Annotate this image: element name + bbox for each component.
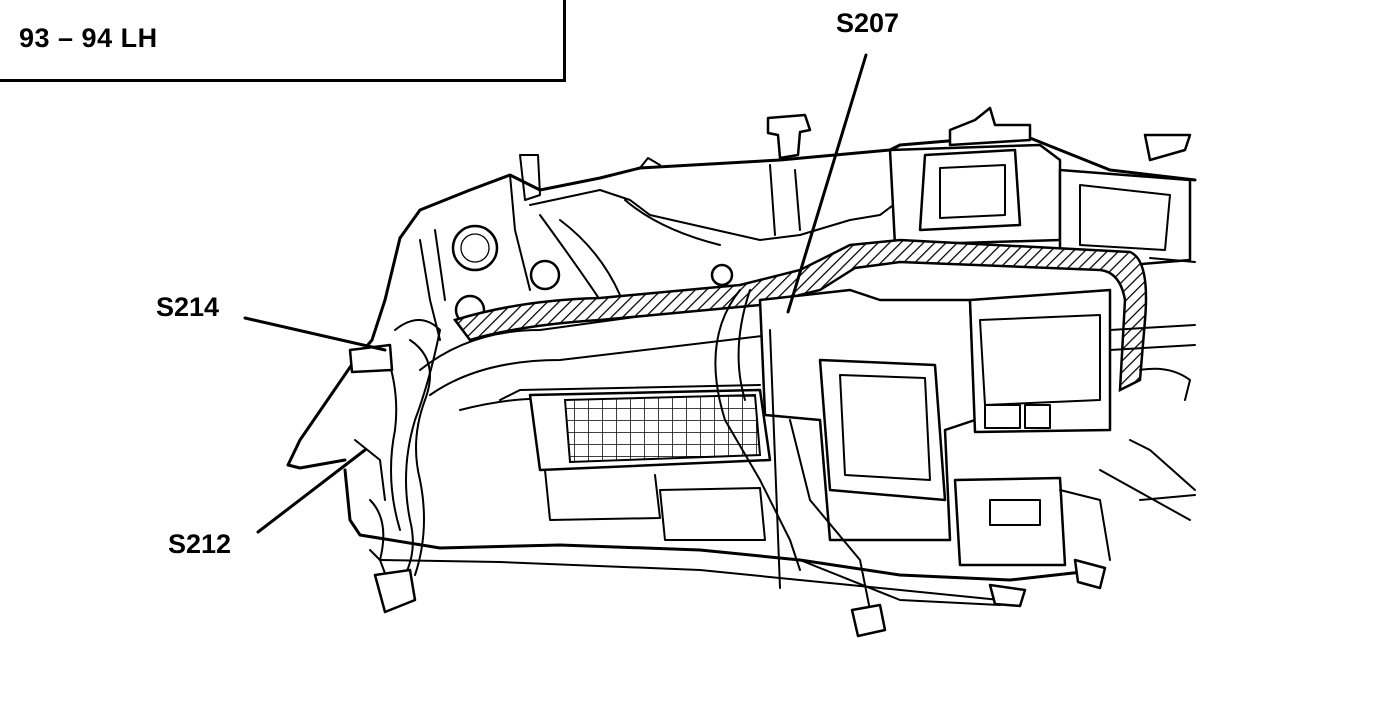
left-wiring-bundle (348, 319, 1107, 614)
blower-housing (888, 143, 1192, 267)
callout-s212: S212 (168, 529, 232, 559)
right-edge-lines (1099, 257, 1196, 521)
callout-s207: S207 (836, 8, 900, 38)
panel-outline (286, 136, 1197, 601)
heater-core (528, 388, 772, 541)
harness-branches (714, 289, 1001, 638)
top-brackets (766, 106, 1192, 162)
upper-duct (529, 164, 901, 301)
s214-leader (243, 316, 387, 352)
s207-leader (786, 53, 868, 314)
diagram-title: 93 – 94 LH (19, 23, 158, 53)
plenum-module (758, 288, 1112, 567)
s212-leader (256, 448, 367, 534)
callout-leaders (243, 53, 868, 534)
title-box: 93 – 94 LH (0, 0, 566, 82)
callout-s214: S214 (156, 292, 220, 322)
